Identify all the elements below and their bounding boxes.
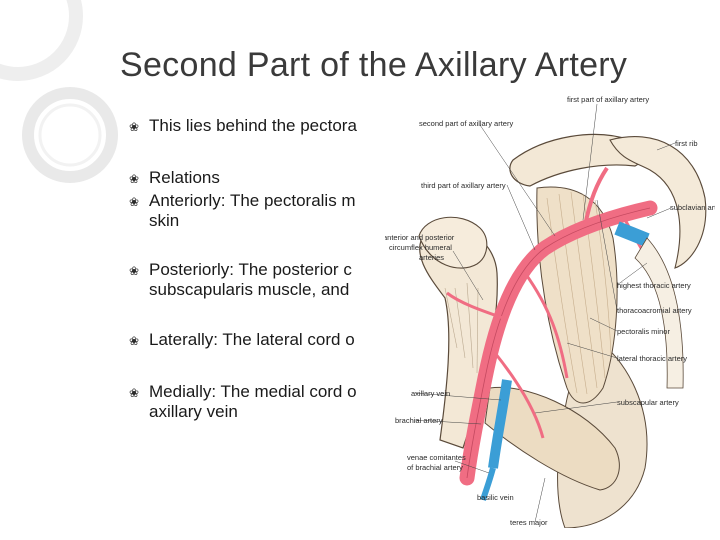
ornament-bullet-icon: ❀ <box>129 264 140 278</box>
label-axillary-vein: axillary vein <box>411 389 450 398</box>
label-circumflex-3: arteries <box>419 253 444 262</box>
circumflex-humeral-arteries <box>446 291 504 320</box>
bullet-item: ❀ Relations <box>129 168 220 188</box>
bullet-text: This lies behind the pectora <box>149 116 357 135</box>
axillary-artery-outline <box>466 207 651 479</box>
humerus-hatching <box>444 282 479 374</box>
bullet-text: Medially: The medial cord o <box>149 382 357 401</box>
label-third-part: third part of axillary artery <box>421 181 506 190</box>
label-highest-thoracic: highest thoracic artery <box>617 281 691 290</box>
label-venae-2: of brachial artery <box>407 463 463 472</box>
bullet-item: ❀ Anteriorly: The pectoralis m skin <box>129 191 356 231</box>
label-thoracoacromial: thoracoacromial artery <box>617 306 692 315</box>
first-rib-bone <box>609 136 707 269</box>
bullet-text: Laterally: The lateral cord o <box>149 330 355 349</box>
axillary-artery-illustration: first part of axillary artery second par… <box>385 95 715 528</box>
label-basilic-vein: basilic vein <box>477 493 514 502</box>
label-second-part: second part of axillary artery <box>419 119 513 128</box>
label-circumflex-1: anterior and posterior <box>385 233 455 242</box>
clavicle-bone <box>509 133 644 187</box>
ornament-bullet-icon: ❀ <box>129 386 140 400</box>
bullet-item: ❀ Posteriorly: The posterior c subscapul… <box>129 260 352 300</box>
slide-title: Second Part of the Axillary Artery <box>120 46 628 84</box>
subscapular-artery <box>493 352 545 439</box>
ornament-bullet-icon: ❀ <box>129 195 140 209</box>
teres-major-muscle <box>484 386 620 491</box>
label-subclavian-artery: subclavian artery <box>670 203 715 212</box>
bullet-text: Relations <box>149 168 220 187</box>
humerus-head <box>418 216 488 269</box>
label-subscapular: subscapular artery <box>617 398 679 407</box>
decorative-rings <box>0 0 118 183</box>
label-first-part: first part of axillary artery <box>567 95 649 104</box>
label-venae-1: venae comitantes <box>407 453 466 462</box>
label-first-rib: first rib <box>675 139 698 148</box>
leader-lines <box>414 103 676 523</box>
axillary-vein <box>488 379 512 469</box>
label-brachial-artery: brachial artery <box>395 416 443 425</box>
ornament-bullet-icon: ❀ <box>129 120 140 134</box>
label-circumflex-2: circumflex humeral <box>389 243 452 252</box>
bullet-text: Anteriorly: The pectoralis m <box>149 191 356 210</box>
label-lateral-thoracic: lateral thoracic artery <box>617 354 687 363</box>
thoracic-wall <box>634 237 684 389</box>
ornament-bullet-icon: ❀ <box>129 172 140 186</box>
bullet-text: axillary vein <box>149 402 238 421</box>
label-teres-major: teres major <box>510 518 548 527</box>
ornament-bullet-icon: ❀ <box>129 334 140 348</box>
bullet-item: ❀ Laterally: The lateral cord o <box>129 330 355 350</box>
lateral-thoracic-artery <box>523 272 569 379</box>
bullet-text: skin <box>149 211 180 230</box>
brachial-veins <box>480 467 496 501</box>
bullet-item: ❀ Medially: The medial cord o axillary v… <box>129 382 357 422</box>
bullet-item: ❀ This lies behind the pectora <box>129 116 357 136</box>
thoracoacromial-artery <box>583 166 609 227</box>
bullet-text: Posteriorly: The posterior c <box>149 260 352 279</box>
label-pectoralis-minor: pectoralis minor <box>617 327 670 336</box>
subclavian-vein <box>614 221 650 247</box>
anatomy-figure: first part of axillary artery second par… <box>385 88 715 528</box>
bullet-text: subscapularis muscle, and <box>149 280 350 299</box>
